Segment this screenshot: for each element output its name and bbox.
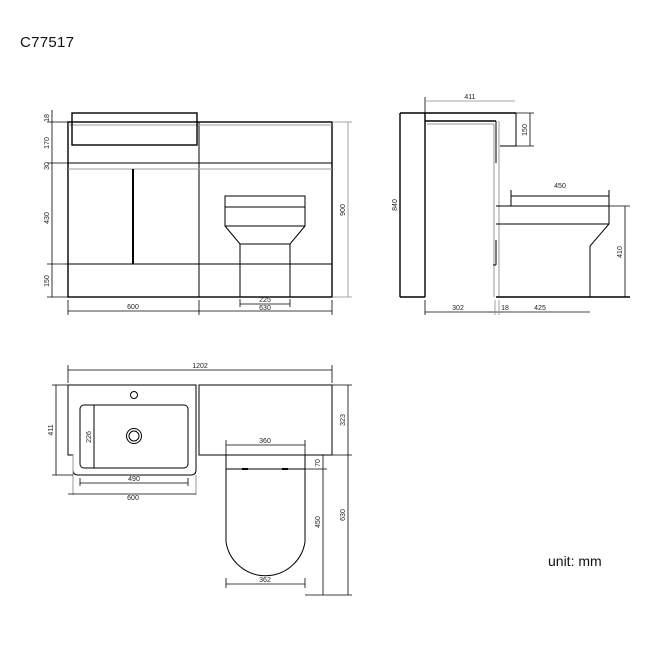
- front-view: 18 170 30 430 150 900 600 630 225: [44, 110, 352, 315]
- dim-630: 630: [259, 305, 271, 312]
- dim-18-side: 18: [501, 305, 509, 312]
- dim-490: 490: [128, 476, 140, 483]
- unit-label: unit: mm: [548, 553, 602, 569]
- front-outline: [67, 121, 333, 298]
- dim-1202: 1202: [192, 363, 208, 370]
- dim-170: 170: [44, 137, 51, 149]
- dim-411: 411: [464, 94, 475, 101]
- dim-430: 430: [44, 212, 51, 224]
- dim-150-side: 150: [522, 124, 529, 136]
- dim-30: 30: [44, 162, 51, 170]
- side-view: 411 150 840 450 410: [392, 94, 630, 315]
- plan-toilet-pan: [225, 455, 306, 577]
- product-code-title: C77517: [20, 34, 75, 51]
- front-toilet-seat: [224, 195, 306, 208]
- dim-18: 18: [44, 114, 51, 122]
- front-toilet-pan: [239, 243, 291, 298]
- drain-outer: [126, 428, 142, 444]
- dim-900: 900: [340, 204, 347, 216]
- dim-302: 302: [452, 305, 464, 312]
- side-toilet-seat: [510, 195, 610, 207]
- dim-425: 425: [534, 305, 546, 312]
- dim-226: 226: [86, 431, 93, 443]
- dim-410: 410: [617, 246, 624, 258]
- front-basin-top: [71, 112, 198, 146]
- plan-basin-bowl: [79, 404, 189, 469]
- dim-225: 225: [259, 297, 271, 304]
- plan-toilet-unit: [198, 384, 333, 456]
- dim-150: 150: [44, 275, 51, 287]
- dim-600: 600: [127, 304, 139, 311]
- plan-view: 1202 411 226 490 600 323 360: [48, 363, 352, 596]
- plan-basin-top: [67, 384, 197, 476]
- tap-hole: [130, 391, 138, 399]
- dim-362: 362: [259, 577, 271, 584]
- drain-inner: [128, 430, 140, 442]
- dim-70: 70: [315, 459, 322, 467]
- dim-600-plan: 600: [127, 495, 139, 502]
- dim-450-plan: 450: [315, 516, 322, 528]
- dim-840: 840: [392, 199, 399, 211]
- dim-360: 360: [259, 438, 271, 445]
- dim-630-plan: 630: [340, 509, 347, 521]
- dim-450-side: 450: [554, 183, 566, 190]
- dim-323: 323: [340, 414, 347, 426]
- dim-411-plan: 411: [48, 424, 55, 435]
